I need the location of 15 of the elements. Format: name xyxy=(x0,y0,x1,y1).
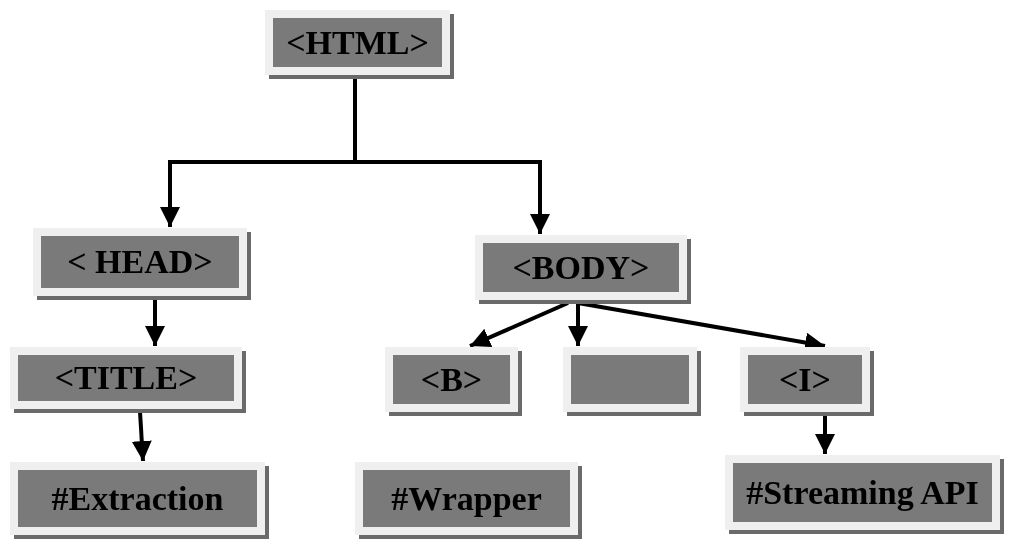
arrow xyxy=(131,411,152,462)
tag-label: #Streaming API xyxy=(746,473,979,512)
arrow xyxy=(469,301,569,348)
tag-label: #Wrapper xyxy=(391,479,542,518)
arrow xyxy=(353,78,550,234)
tag-label: <I> xyxy=(779,360,831,399)
tag-label: <BODY> xyxy=(512,248,650,287)
tag-label: #Extraction xyxy=(51,479,224,518)
arrow xyxy=(568,303,588,346)
tag-label: <TITLE> xyxy=(54,359,198,397)
arrow xyxy=(815,415,835,454)
tag-label: <B> xyxy=(420,360,483,399)
tag-label: <HTML> xyxy=(286,23,429,62)
tag-label: < HEAD> xyxy=(67,243,213,281)
arrow xyxy=(145,299,165,346)
